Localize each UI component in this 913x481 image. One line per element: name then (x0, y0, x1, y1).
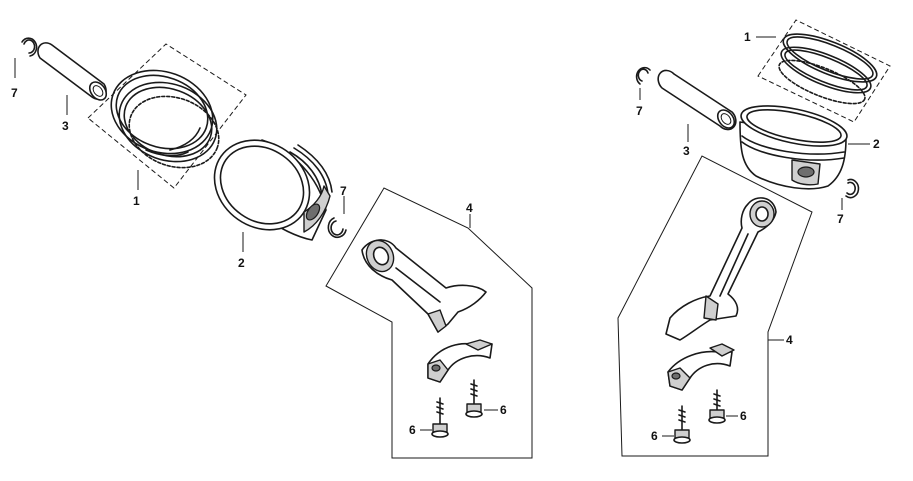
ring-set-box-right (757, 19, 891, 123)
rod-cap-left[interactable] (427, 339, 493, 383)
callout-right-clip-b: 7 (837, 212, 844, 226)
callout-right-clip-a: 7 (636, 104, 643, 118)
callout-left-clip-b: 7 (340, 184, 347, 198)
connecting-rod-box-right (617, 155, 813, 457)
connecting-rod-right[interactable] (665, 197, 777, 341)
callout-right-ring-set: 1 (744, 30, 751, 44)
piston-ring-set-left[interactable] (99, 57, 228, 180)
piston-pin-clip-left-side[interactable] (327, 217, 347, 239)
piston-pin-clip-right-side[interactable] (845, 178, 860, 199)
piston-pin-left[interactable] (37, 42, 110, 103)
rod-bolt-right-upper[interactable] (708, 389, 726, 424)
right-assembly: 1 7 3 (617, 19, 891, 457)
callout-right-piston-pin: 3 (683, 144, 690, 158)
callout-right-connecting-rod: 4 (786, 333, 793, 347)
callout-right-piston: 2 (873, 137, 880, 151)
callout-right-bolt-a: 6 (651, 429, 658, 443)
callout-left-bolt-a: 6 (409, 423, 416, 437)
piston-pin-right[interactable] (657, 69, 737, 131)
callout-left-connecting-rod: 4 (466, 201, 473, 215)
piston-ring-set-right[interactable] (774, 24, 882, 112)
piston-pin-clip-left-top[interactable] (21, 37, 38, 57)
rod-bolt-right-lower[interactable] (673, 405, 691, 444)
callout-left-piston: 2 (238, 256, 245, 270)
connecting-rod-box-left (325, 187, 533, 459)
rod-bolt-left-lower[interactable] (431, 397, 449, 438)
left-assembly: 7 3 1 (11, 37, 533, 459)
callout-left-piston-pin: 3 (62, 119, 69, 133)
callout-left-bolt-b: 6 (500, 403, 507, 417)
connecting-rod-left[interactable] (361, 236, 487, 333)
rod-cap-right[interactable] (667, 343, 735, 391)
rod-bolt-left-upper[interactable] (465, 379, 483, 418)
piston-left[interactable] (197, 122, 333, 248)
callout-right-bolt-b: 6 (740, 409, 747, 423)
piston-right[interactable] (738, 98, 851, 190)
ring-set-box-left (87, 43, 247, 189)
callout-left-ring-set: 1 (133, 194, 140, 208)
callout-left-clip-a: 7 (11, 86, 18, 100)
piston-pin-clip-right-top[interactable] (635, 66, 651, 85)
